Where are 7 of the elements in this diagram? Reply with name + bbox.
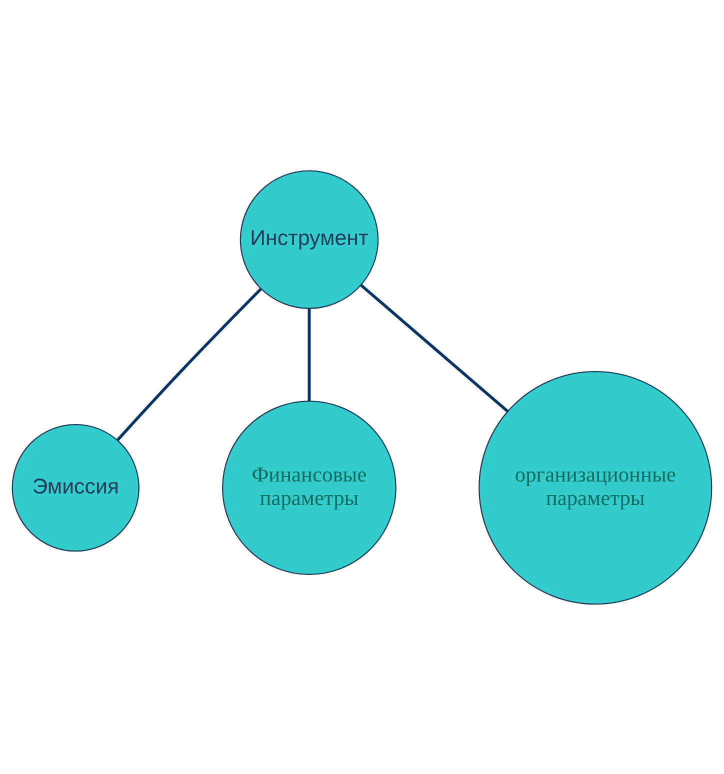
connector: [308, 308, 311, 401]
node-circle: Финансовые параметры: [222, 400, 396, 575]
node-circle: организационные параметры: [478, 370, 712, 604]
node-circle: Эмиссия: [12, 423, 140, 552]
connector: [360, 284, 509, 412]
connector: [116, 287, 262, 441]
node-circle: Инструмент: [240, 170, 379, 308]
